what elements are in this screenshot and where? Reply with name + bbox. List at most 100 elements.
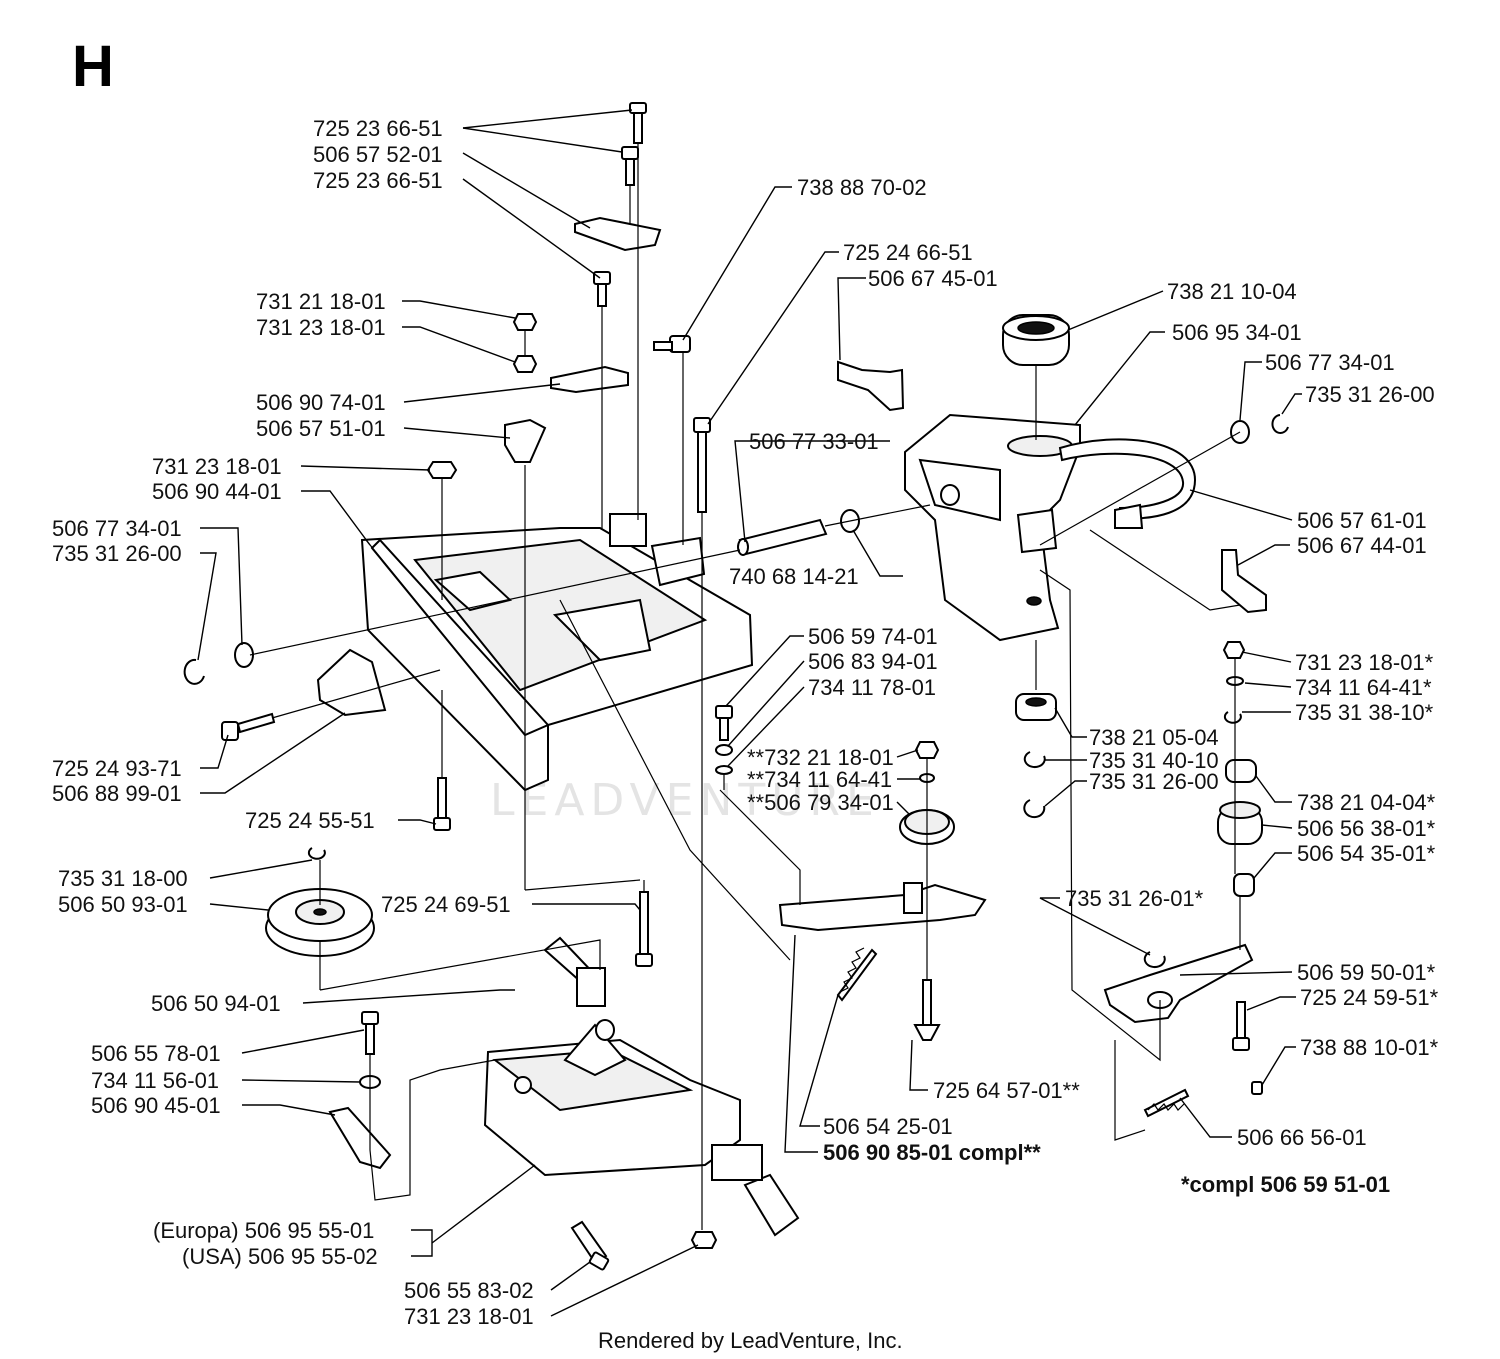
housing-95-34 [904,413,1197,642]
pin-77-33 [737,518,828,556]
bracket-67-44 [1221,549,1267,614]
bracket-67-45 [837,360,905,412]
label-731-21-18-01: 731 21 18-01 [256,289,386,314]
bearing-738-21-10 [1002,314,1070,366]
label-506-77-33-01: 506 77 33-01 [749,429,879,454]
label-735-31-26-01-star: 735 31 26-01* [1065,886,1204,911]
label-731-23-18-01-a: 731 23 18-01 [256,315,386,340]
label-735-31-26-00-left: 735 31 26-00 [52,541,182,566]
label-506-67-44-01: 506 67 44-01 [1297,533,1427,558]
axis-lines [249,143,1241,1230]
label-738-88-70-02: 738 88 70-02 [797,175,927,200]
footer-credit: Rendered by LeadVenture, Inc. [598,1328,903,1353]
grease-fitting [653,335,691,370]
label-731-23-18-01-bottom: 731 23 18-01 [404,1304,534,1329]
label-725-24-59-51-star: 725 24 59-51* [1300,985,1439,1010]
label-725-24-69-51: 725 24 69-51 [381,892,511,917]
label-506-54-25-01: 506 54 25-01 [823,1114,953,1139]
label-506-57-52-01: 506 57 52-01 [313,142,443,167]
main-frame [360,513,754,792]
label-725-24-66-51: 725 24 66-51 [843,240,973,265]
bracket-top [574,216,662,252]
part-drawings [183,102,1289,1271]
nut-731-23-b [426,461,458,479]
label-506-88-99-01: 506 88 99-01 [52,781,182,806]
label-506-95-34-01: 506 95 34-01 [1172,320,1302,345]
clip-right-top [1271,414,1289,434]
label-738-88-10-01-star: 738 88 10-01* [1300,1035,1439,1060]
label-506-90-45-01: 506 90 45-01 [91,1093,221,1118]
bolt-top-2 [621,146,639,186]
label-735-31-18-00: 735 31 18-00 [58,866,188,891]
bolt-725-24-59 [1232,1001,1250,1051]
label-506-55-83-02: 506 55 83-02 [404,1278,534,1303]
spring-54-25 [836,947,878,1002]
label-506-50-93-01: 506 50 93-01 [58,892,188,917]
label-506-54-35-01-star: 506 54 35-01* [1297,841,1436,866]
label-506-57-61-01: 506 57 61-01 [1297,508,1427,533]
label-734-11-64-41-star: 734 11 64-41* [1295,675,1432,700]
bracket-90-45 [328,1106,392,1170]
label-725-23-66-51-a: 725 23 66-51 [313,116,443,141]
bolt-top-3 [593,271,611,307]
label-735-31-38-10-star: 735 31 38-10* [1295,700,1434,725]
label-506-59-50-01-star: 506 59 50-01* [1297,960,1436,985]
bolt-506-59-74 [715,705,733,775]
bolt-506-55-83 [570,1220,610,1271]
label-506-66-56-01: 506 66 56-01 [1237,1125,1367,1150]
label-506-56-38-01-star: 506 56 38-01* [1297,816,1436,841]
label-734-11-56-01: 734 11 56-01 [91,1068,219,1093]
long-bolt [693,417,711,513]
bolt-top-1 [629,102,647,144]
label-725-24-93-71: 725 24 93-71 [52,756,182,781]
bracket-90-74 [550,365,629,394]
label-506-83-94-01: 506 83 94-01 [808,649,938,674]
label-738-21-05-04: 738 21 05-04 [1089,725,1219,750]
part-labels: 725 23 66-51 506 57 52-01 725 23 66-51 7… [52,116,1439,1329]
nut-731-21 [512,313,538,331]
bolt-725-24-93 [221,712,276,741]
label-738-21-10-04: 738 21 10-04 [1167,279,1297,304]
bearing-738-21-05 [1015,693,1057,819]
screw-738-88-10 [1251,1081,1263,1095]
spring-66-56 [1143,1088,1190,1118]
label-731-23-18-01-b: 731 23 18-01 [152,454,282,479]
label-506-55-78-01: 506 55 78-01 [91,1041,221,1066]
label-725-23-66-51-b: 725 23 66-51 [313,168,443,193]
label-740-68-14-21: 740 68 14-21 [729,564,859,589]
label-506-90-85-01-compl: 506 90 85-01 compl** [823,1140,1041,1165]
right-stack [1217,641,1263,897]
nut-731-23-a [512,355,538,373]
label-738-21-04-04-star: 738 21 04-04* [1297,790,1436,815]
label-735-31-26-00-right: 735 31 26-00 [1305,382,1435,407]
label-725-64-57-01: 725 64 57-01** [933,1078,1080,1103]
label-506-67-45-01: 506 67 45-01 [868,266,998,291]
label-506-90-74-01: 506 90 74-01 [256,390,386,415]
bolt-725-24-69 [635,891,653,967]
label-734-11-78-01: 734 11 78-01 [808,675,936,700]
label-506-57-51-01: 506 57 51-01 [256,416,386,441]
label-506-77-34-01-right: 506 77 34-01 [1265,350,1395,375]
label-506-77-34-01-left: 506 77 34-01 [52,516,182,541]
pulley-50-93 [265,847,375,957]
label-731-23-18-01-star: 731 23 18-01* [1295,650,1434,675]
label-506-90-44-01: 506 90 44-01 [152,479,282,504]
label-506-50-94-01: 506 50 94-01 [151,991,281,1016]
nut-bottom [690,1231,718,1249]
label-735-31-40-10: 735 31 40-10 [1089,748,1219,773]
label-735-31-26-00-mid: 735 31 26-00 [1089,769,1219,794]
leader-lines [197,109,1302,1317]
label-732-21-18-01: **732 21 18-01 [747,745,894,770]
label-506-59-74-01: 506 59 74-01 [808,624,938,649]
section-letter: H [72,34,114,99]
label-compl-506-59-51-01: *compl 506 59 51-01 [1181,1172,1390,1197]
watermark: LEADVENTURE [490,775,880,826]
washer-left [234,642,254,668]
screw-725-64-57 [913,979,941,1041]
label-usa-506-95-55-02: (USA) 506 95 55-02 [182,1244,378,1269]
arm-59-50 [1103,943,1254,1024]
bracket-57-51 [504,418,547,463]
clip-735-31-26-01 [1143,951,1166,969]
clip-left [183,658,205,685]
